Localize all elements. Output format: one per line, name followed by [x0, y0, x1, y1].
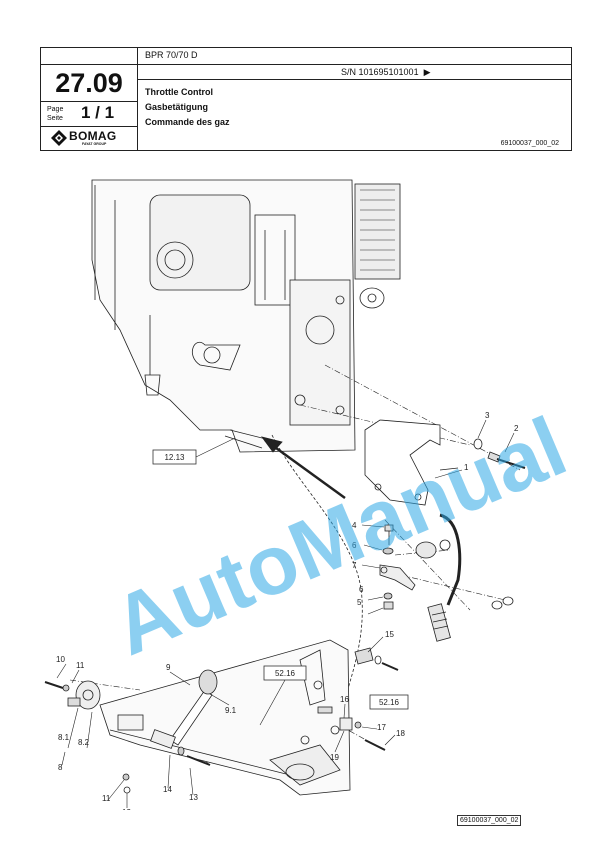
titles: Throttle Control Gasbetätigung Commande … [145, 85, 230, 130]
page-indicator: Page Seite 1 / 1 [41, 102, 137, 127]
serial-number: S/N 101695101001 ▶ [341, 67, 431, 77]
callout-labels: 1 2 3 4 5 6 6 7 8 8.1 8.2 9 9.1 10 11 11… [56, 411, 519, 810]
callout-8: 8 [58, 763, 63, 772]
page-label-de: Seite [47, 115, 63, 122]
footer-doc-id: 69100037_000_02 [457, 815, 522, 826]
bomag-logo: BOMAG FAYAT GROUP [51, 129, 131, 148]
callout-1: 1 [464, 463, 469, 472]
leader-lines [56, 419, 515, 808]
svg-text:12.13: 12.13 [164, 453, 185, 462]
doc-id: 69100037_000_02 [500, 140, 559, 147]
engine-block [91, 179, 401, 453]
bracket-part [364, 419, 459, 506]
brand-name: BOMAG [69, 129, 117, 143]
callout-15: 15 [385, 630, 394, 639]
callout-2: 2 [514, 424, 519, 433]
callout-8-1: 8.1 [58, 733, 70, 742]
knob-assembly [44, 680, 131, 794]
bomag-logo-icon [51, 130, 67, 146]
svg-text:52.16: 52.16 [275, 669, 296, 678]
header-left-column: 27.09 Page Seite 1 / 1 BOMAG FAYAT GROUP [41, 48, 138, 150]
throttle-cable [271, 434, 363, 721]
callout-10: 10 [56, 655, 65, 664]
throttle-lever [150, 669, 218, 766]
callout-11-top: 11 [76, 661, 85, 670]
callout-6-bottom: 6 [359, 585, 364, 594]
callout-13: 13 [189, 793, 198, 802]
title-en: Throttle Control [145, 87, 213, 97]
model-name: BPR 70/70 D [145, 50, 198, 60]
bolt-washer-group [473, 438, 526, 469]
page-label-en: Page [47, 106, 64, 113]
callout-11-bottom: 11 [102, 794, 111, 803]
callout-6-top: 6 [352, 541, 357, 550]
ref-box-52-16-right: 52.16 [369, 694, 409, 710]
callout-4: 4 [352, 521, 357, 530]
svg-text:52.16: 52.16 [379, 698, 400, 707]
brand-subtitle: FAYAT GROUP [82, 142, 107, 146]
callout-3: 3 [485, 411, 490, 420]
callout-14: 14 [163, 785, 172, 794]
callout-8-2: 8.2 [78, 738, 90, 747]
callout-12: 12 [122, 808, 131, 810]
fork-parts [317, 647, 399, 751]
ref-box-52-16-top: 52.16 [259, 665, 307, 726]
title-de: Gasbetätigung [145, 102, 209, 112]
ref-box-12-13: 12.13 [152, 437, 236, 465]
callout-18: 18 [396, 729, 405, 738]
parts-diagram: 12.13 52.16 52.16 [44, 179, 579, 810]
clip-parts [379, 524, 514, 610]
serial-arrow-icon: ▶ [423, 67, 431, 77]
callout-7: 7 [352, 561, 357, 570]
callout-19: 19 [330, 753, 339, 762]
callout-9-1: 9.1 [225, 706, 237, 715]
page-value: 1 / 1 [81, 103, 115, 122]
callout-9: 9 [166, 663, 171, 672]
cable-sleeve [427, 513, 462, 642]
callout-5: 5 [357, 598, 362, 607]
callout-17: 17 [377, 723, 386, 732]
header-block: 27.09 Page Seite 1 / 1 BOMAG FAYAT GROUP… [40, 47, 572, 151]
callout-16: 16 [340, 695, 349, 704]
direction-arrow [261, 436, 346, 500]
section-number: 27.09 [41, 65, 137, 102]
title-fr: Commande des gaz [145, 117, 230, 127]
